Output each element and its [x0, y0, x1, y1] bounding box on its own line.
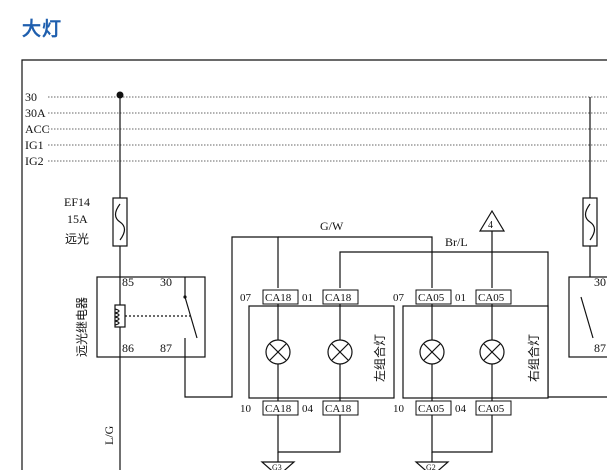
left-lamp-conn-top-a: CA18	[265, 292, 292, 304]
left-lamp-name: 左组合灯	[372, 334, 387, 382]
left-lamp-conn-bottom-b: CA18	[325, 403, 352, 415]
ground-triangle	[260, 461, 296, 470]
fuse-name: 远光	[65, 232, 89, 246]
connector-label: 4	[488, 220, 493, 231]
right-lamp-name: 右组合灯	[526, 334, 541, 382]
left-lamp-ground-wire	[277, 415, 341, 453]
left-lamp-pin-10: 10	[240, 403, 252, 415]
ground-label-left: G3	[272, 463, 282, 470]
relay-pin-85: 85	[122, 275, 134, 289]
right-combination-lamp: 07 CA05 01 CA05 10 CA05 04 CA05 右组合灯	[393, 289, 549, 416]
right-relay-pin-87: 87	[594, 341, 606, 355]
left-lamp-conn-bottom-a: CA18	[265, 403, 292, 415]
ground-label-right: G2	[426, 463, 436, 470]
right-lamp-pin-01: 01	[455, 292, 466, 304]
bulb-icon	[479, 339, 505, 365]
right-fuse	[582, 197, 598, 247]
diagram-frame	[21, 59, 607, 470]
wire-gw-label: G/W	[320, 219, 344, 233]
fuse-id: EF14	[64, 195, 90, 209]
bus-label-ig1: IG1	[25, 138, 44, 152]
relay-pin-30: 30	[160, 275, 172, 289]
high-beam-relay: 远光继电器 85 30 86 87	[75, 275, 206, 358]
bus-label-ig2: IG2	[25, 154, 44, 168]
bulb-icon	[327, 339, 353, 365]
bus-lines: 30 30A ACC IG1 IG2	[25, 90, 607, 168]
relay-87-wire	[184, 236, 279, 398]
right-lamp-pin-04: 04	[455, 403, 467, 415]
left-lamp-pin-01: 01	[302, 292, 313, 304]
right-lamp-pin-07: 07	[393, 292, 405, 304]
fuse-ef14: EF14 15A 远光	[64, 195, 128, 247]
relay-name: 远光继电器	[75, 297, 89, 357]
wire-lg-label: L/G	[102, 425, 116, 445]
right-lamp-ground-wire	[431, 415, 493, 453]
left-lamp-pin-04: 04	[302, 403, 314, 415]
ground-triangle	[414, 461, 450, 470]
bus-label-30: 30	[25, 90, 37, 104]
wire-brl-label: Br/L	[445, 235, 468, 249]
relay-pin-87: 87	[160, 341, 172, 355]
right-relay: 30 87	[568, 275, 607, 358]
right-relay-pin-30: 30	[594, 275, 606, 289]
connector-triangle: 4	[478, 209, 506, 288]
left-lamp-conn-top-b: CA18	[325, 292, 352, 304]
page-title: 大灯	[22, 18, 63, 40]
bus-label-30a: 30A	[25, 106, 46, 120]
fuse-rating: 15A	[67, 212, 88, 226]
bulb-icon	[419, 339, 445, 365]
wire-gw	[278, 236, 433, 288]
relay-switch-contact	[184, 296, 198, 339]
right-lamp-pin-10: 10	[393, 403, 405, 415]
right-lamp-conn-top-a: CA05	[418, 292, 445, 304]
right-lamp-conn-top-b: CA05	[478, 292, 505, 304]
left-combination-lamp: 07 CA18 01 CA18 10 CA18 04 CA18 左组合灯	[240, 289, 395, 416]
right-lamp-conn-bottom-b: CA05	[478, 403, 505, 415]
right-lamp-conn-bottom-a: CA05	[418, 403, 445, 415]
left-lamp-pin-07: 07	[240, 292, 252, 304]
relay-pin-86: 86	[122, 341, 134, 355]
wire-brl	[339, 251, 607, 398]
bus-label-acc: ACC	[25, 122, 50, 136]
bulb-icon	[265, 339, 291, 365]
